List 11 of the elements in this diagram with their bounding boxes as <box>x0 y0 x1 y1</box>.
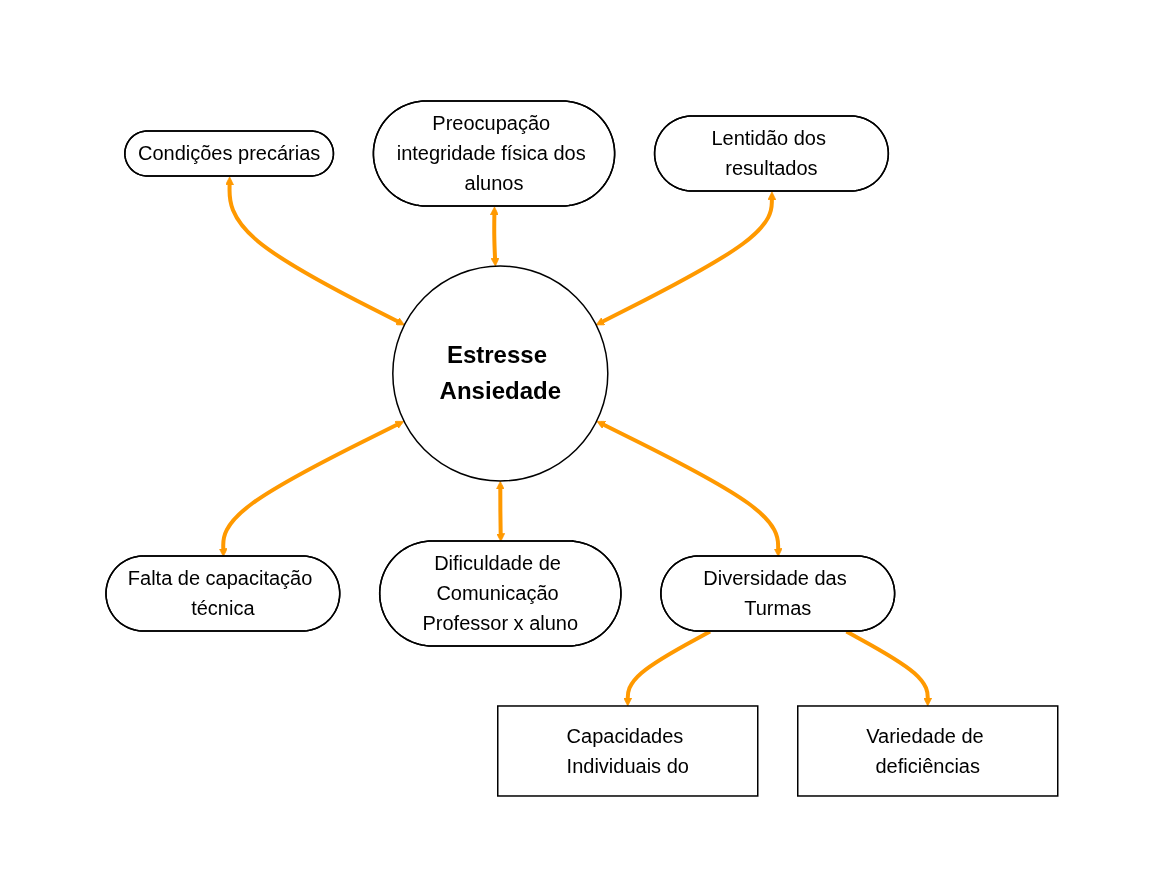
arrow <box>224 176 405 325</box>
arrow <box>845 629 932 706</box>
arrow <box>595 191 776 325</box>
arrow <box>489 206 500 266</box>
arrow <box>495 480 505 542</box>
arrow <box>218 420 404 557</box>
arrow <box>596 420 783 557</box>
arrow <box>623 629 711 706</box>
node-circle: Estresse Ansiedade <box>391 264 609 482</box>
node-box: Capacidades Individuais do <box>496 704 759 797</box>
node-box: Variedade de deficiências <box>796 704 1059 797</box>
